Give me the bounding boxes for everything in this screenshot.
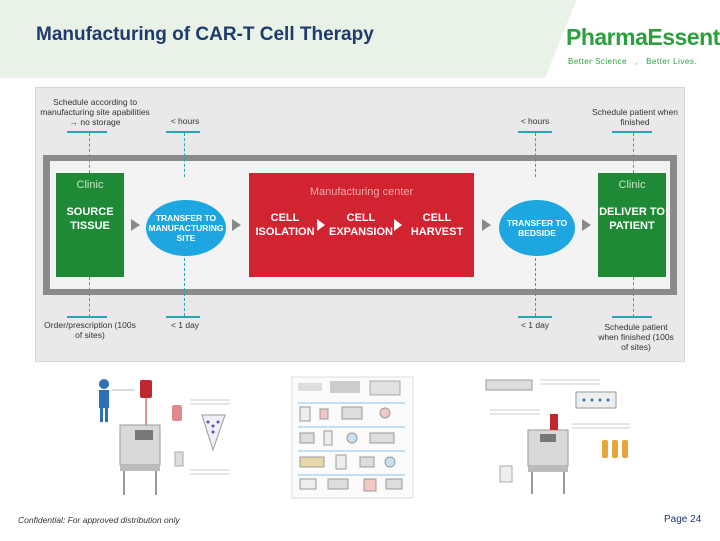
apheresis-illustration xyxy=(80,370,250,505)
clinic-source-box: Clinic SOURCE TISSUE xyxy=(56,173,124,277)
page-number: Page 24 xyxy=(664,514,702,525)
note-schedule-patient-top: Schedule patient when finished xyxy=(591,107,678,127)
transfer-to-bedside-oval: TRANSFER TO BEDSIDE xyxy=(499,200,575,256)
note-hours-2: < hours xyxy=(520,116,550,126)
deliver-to-patient-label: DELIVER TO PATIENT xyxy=(599,206,665,232)
connector-line xyxy=(184,258,185,316)
note-day-2: < 1 day xyxy=(520,320,550,330)
clinic-label: Clinic xyxy=(618,179,646,191)
note-schedule-manufacturing: Schedule according to manufacturing site… xyxy=(40,97,150,127)
connector-line xyxy=(535,133,536,177)
connector-line xyxy=(633,133,634,173)
clinic-deliver-box: Clinic DELIVER TO PATIENT xyxy=(598,173,666,277)
connector-line xyxy=(535,258,536,316)
flow-arrow-icon xyxy=(482,219,491,231)
manufacturing-center-label: Manufacturing center xyxy=(309,186,414,198)
manufacturing-center-box: Manufacturing center CELL ISOLATION CELL… xyxy=(249,173,474,277)
company-logo: PharmaEssentia xyxy=(566,24,720,50)
transfer-to-site-oval: TRANSFER TO MANUFACTURING SITE xyxy=(146,200,226,256)
confidential-notice: Confidential: For approved distribution … xyxy=(18,515,180,525)
clinic-label: Clinic xyxy=(76,179,104,191)
step-arrow-icon xyxy=(317,219,325,231)
note-schedule-patient-bottom: Schedule patient when finished (100s of … xyxy=(598,322,674,352)
step-arrow-icon xyxy=(394,219,402,231)
manufacturing-process-illustration xyxy=(290,375,415,500)
cell-isolation-label: CELL ISOLATION xyxy=(255,212,315,239)
note-bar xyxy=(612,316,652,318)
connector-line xyxy=(89,277,90,317)
cell-expansion-label: CELL EXPANSION xyxy=(329,212,393,239)
note-order-prescription: Order/prescription (100s of sites) xyxy=(44,320,136,340)
flow-arrow-icon xyxy=(131,219,140,231)
note-bar xyxy=(612,131,652,133)
infusion-illustration xyxy=(480,370,650,500)
connector-line xyxy=(89,133,90,173)
slide-title: Manufacturing of CAR-T Cell Therapy xyxy=(36,24,374,45)
note-bar xyxy=(67,131,107,133)
company-tagline: Better Science , Better Lives. xyxy=(568,57,698,66)
source-tissue-label: SOURCE TISSUE xyxy=(66,206,114,232)
flow-arrow-icon xyxy=(232,219,241,231)
note-bar xyxy=(518,316,552,318)
cell-harvest-label: CELL HARVEST xyxy=(410,212,464,239)
note-bar xyxy=(166,316,200,318)
flow-arrow-icon xyxy=(582,219,591,231)
connector-line xyxy=(633,277,634,317)
connector-line xyxy=(184,133,185,177)
note-hours-1: < hours xyxy=(170,116,200,126)
note-bar xyxy=(518,131,552,133)
note-day-1: < 1 day xyxy=(170,320,200,330)
note-bar xyxy=(67,316,107,318)
logo-panel xyxy=(545,0,720,78)
note-bar xyxy=(166,131,200,133)
